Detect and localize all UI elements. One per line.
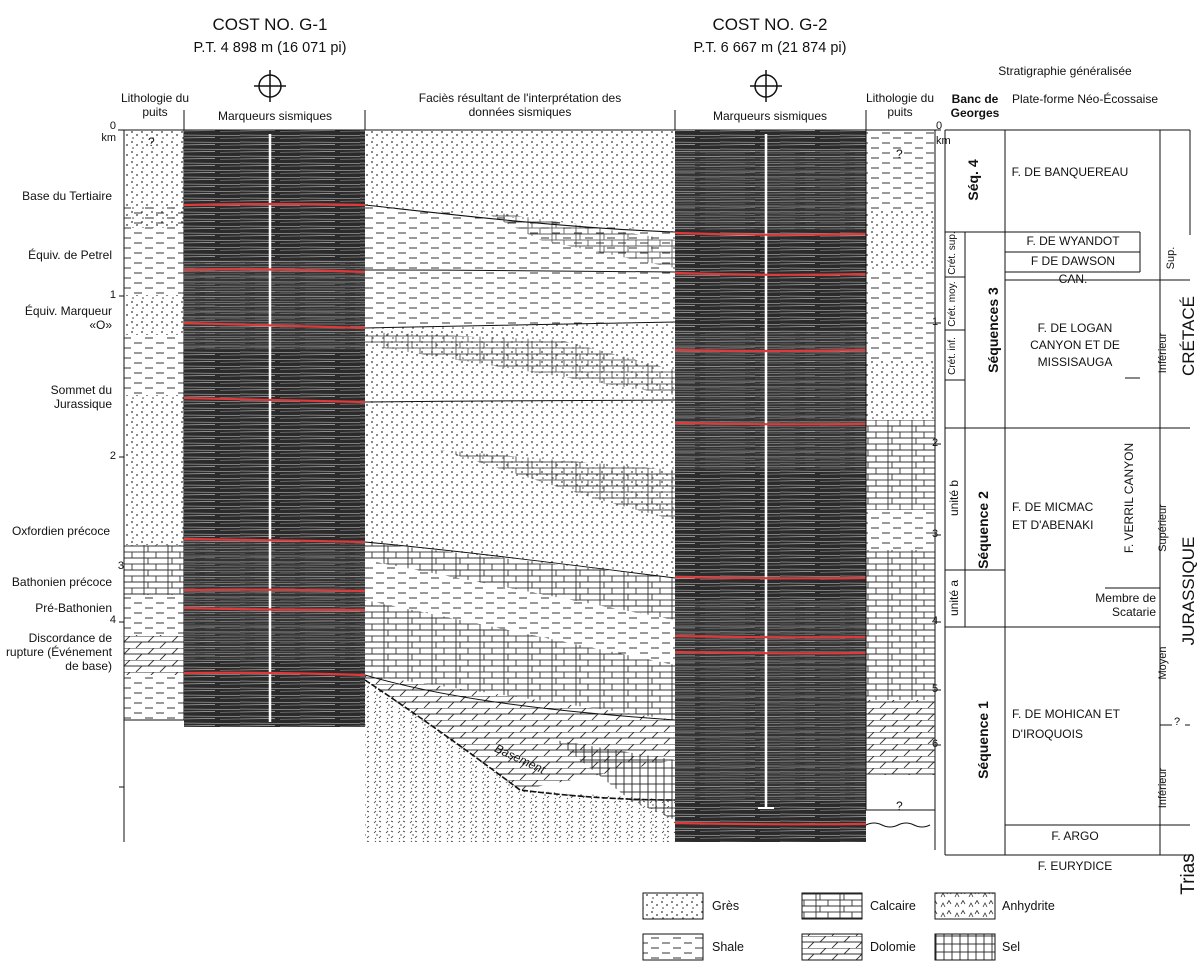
period-jurassique: JURASSIQUE bbox=[1179, 536, 1198, 646]
right-tick-1: 1 bbox=[932, 316, 939, 328]
left-tick-0: 0 bbox=[109, 120, 116, 132]
left-lithology-column bbox=[123, 129, 185, 721]
unknown-mark-right-top: ? bbox=[896, 147, 903, 161]
cret-moy: Crét. moy. bbox=[947, 281, 958, 327]
right-tick-2: 2 bbox=[932, 437, 939, 449]
legend-sel: Sel bbox=[1002, 940, 1021, 954]
formation-verril: F. VERRIL CANYON bbox=[1122, 442, 1136, 554]
legend-shale: Shale bbox=[712, 940, 744, 954]
marker-sommet-jurassique: Sommet du Jurassique bbox=[50, 383, 112, 411]
age-question: ? bbox=[1174, 716, 1181, 728]
right-lithology-column bbox=[865, 129, 936, 828]
right-seismic-section bbox=[675, 130, 866, 842]
left-tick-3: 3 bbox=[117, 560, 124, 572]
formation-micmac: F. DE MICMAC ET D'ABENAKI bbox=[1012, 500, 1094, 532]
left-seismic-section bbox=[184, 130, 365, 727]
marker-bathonien: Bathonien précoce bbox=[11, 575, 112, 589]
period-cretace: CRÉTACÉ bbox=[1179, 296, 1198, 376]
formation-scatarie: Membre de Scatarie bbox=[1095, 591, 1156, 619]
unknown-mark-right-bottom: ? bbox=[896, 799, 903, 813]
right-seismic-reflectors bbox=[674, 231, 867, 826]
left-tick-1: 1 bbox=[109, 289, 116, 301]
facies-panel bbox=[364, 130, 676, 842]
age-moyen: Moyen bbox=[1157, 646, 1169, 680]
marker-discordance: Discordance de rupture (Événement de bas… bbox=[5, 631, 112, 673]
formation-wyandot: F. DE WYANDOT bbox=[1026, 234, 1120, 248]
header-lithology-left: Lithologie du puits bbox=[120, 91, 190, 119]
formation-can: CAN. bbox=[1058, 272, 1088, 286]
cret-inf: Crét. inf. bbox=[947, 337, 958, 375]
right-tick-0: 0 bbox=[936, 120, 943, 132]
formation-eurydice: F. EURYDICE bbox=[1037, 859, 1113, 873]
well-symbol-g1 bbox=[254, 70, 286, 102]
marker-pre-bathonien: Pré-Bathonien bbox=[35, 601, 112, 615]
left-tick-2: 2 bbox=[109, 450, 116, 462]
formation-mohican: F. DE MOHICAN ET D'IROQUOIS bbox=[1012, 707, 1120, 742]
marker-oxfordien: Oxfordien précoce bbox=[11, 524, 110, 538]
legend-anhydrite: Anhydrite bbox=[1002, 899, 1055, 913]
unite-a: unité a bbox=[947, 579, 961, 617]
header-seismic-left: Marqueurs sismiques bbox=[217, 109, 333, 123]
header-lithology-right: Lithologie du puits bbox=[865, 91, 935, 119]
well-g1-name: COST NO. G-1 bbox=[212, 15, 328, 34]
formation-logan: F. DE LOGAN CANYON ET DE MISSISAUGA bbox=[1030, 321, 1120, 369]
legend-swatches bbox=[642, 892, 996, 961]
right-depth-axis bbox=[934, 129, 941, 850]
well-g2-name: COST NO. G-2 bbox=[712, 15, 828, 34]
formation-dawson: F DE DAWSON bbox=[1030, 254, 1116, 268]
left-tick-4: 4 bbox=[109, 614, 116, 626]
well-g2-depth: P.T. 6 667 m (21 874 pi) bbox=[693, 40, 847, 56]
period-trias: Trias bbox=[1178, 853, 1199, 895]
legend-calcaire: Calcaire bbox=[870, 899, 916, 913]
marker-base-tertiaire: Base du Tertiaire bbox=[22, 189, 112, 203]
right-tick-km: km bbox=[936, 135, 951, 147]
header-georges: Banc de Georges bbox=[950, 92, 1000, 120]
header-strat-title: Stratigraphie généralisée bbox=[998, 64, 1132, 78]
header-facies: Faciès résultant de l'interprétation des… bbox=[418, 91, 622, 119]
marker-o: Équiv. Marqueur «O» bbox=[24, 304, 112, 332]
left-tick-km: km bbox=[101, 132, 116, 144]
right-tick-6: 6 bbox=[932, 738, 939, 750]
formation-argo: F. ARGO bbox=[1051, 829, 1099, 843]
legend-gres: Grès bbox=[712, 899, 740, 913]
well-g1-depth: P.T. 4 898 m (16 071 pi) bbox=[193, 40, 347, 56]
unite-b: unité b bbox=[947, 479, 961, 517]
formation-banquereau: F. DE BANQUEREAU bbox=[1011, 165, 1129, 179]
age-inferieur-cret: Inférieur bbox=[1157, 332, 1169, 374]
unknown-mark-left: ? bbox=[148, 135, 155, 149]
well-symbol-g2 bbox=[750, 70, 782, 102]
legend-dolomie: Dolomie bbox=[870, 940, 916, 954]
seq-2: Séquence 2 bbox=[975, 491, 991, 569]
age-superieur: Supérieur bbox=[1157, 504, 1169, 552]
header-seismic-right: Marqueurs sismiques bbox=[712, 109, 828, 123]
seq-4: Séq. 4 bbox=[965, 159, 981, 201]
right-tick-4: 4 bbox=[932, 615, 939, 627]
marker-petrel: Équiv. de Petrel bbox=[28, 248, 112, 262]
seq-1: Séquence 1 bbox=[975, 701, 991, 779]
right-tick-3: 3 bbox=[932, 528, 939, 540]
left-seismic-reflectors bbox=[183, 202, 366, 677]
header-platform: Plate-forme Néo-Écossaise bbox=[1011, 92, 1159, 106]
seq-3: Séquences 3 bbox=[985, 287, 1001, 373]
left-depth-axis bbox=[118, 129, 125, 842]
stratigraphy-table bbox=[944, 129, 1191, 856]
age-inferieur-jur: Inférieur bbox=[1157, 767, 1169, 809]
right-tick-5: 5 bbox=[932, 683, 939, 695]
